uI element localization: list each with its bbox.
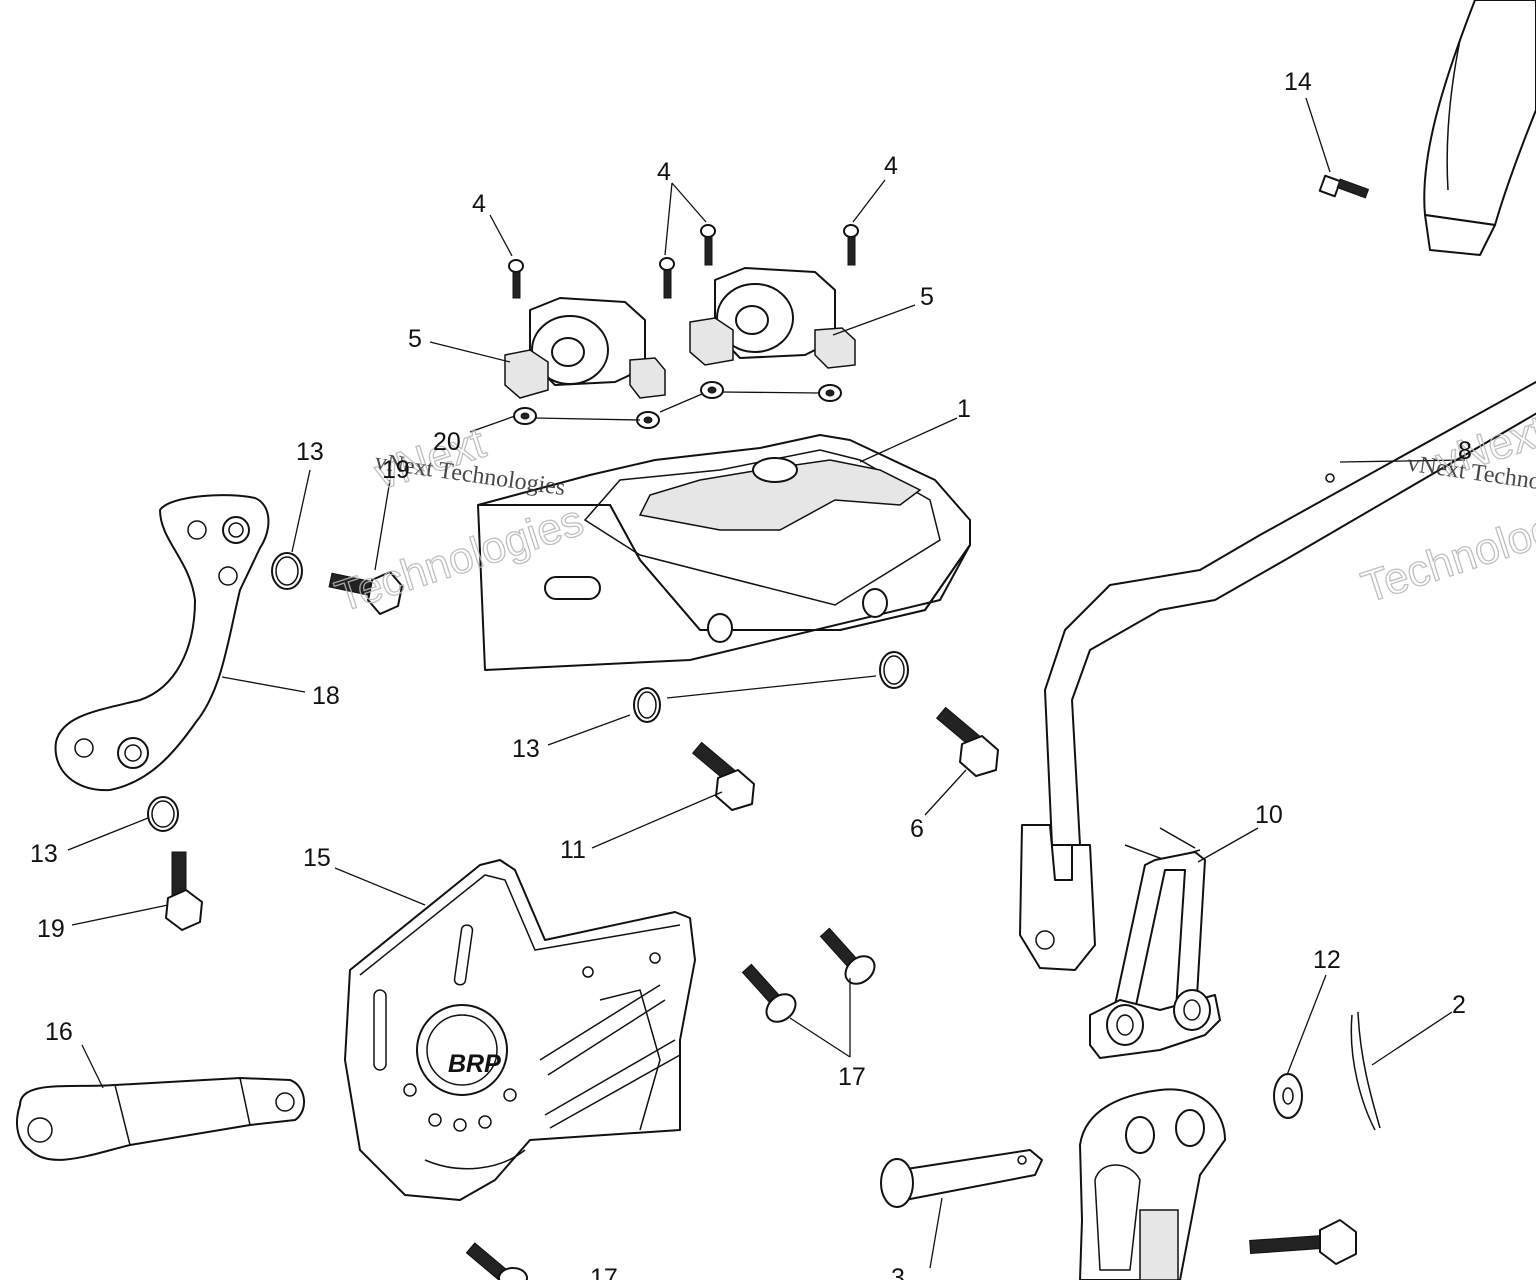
callout-8: 8 xyxy=(1458,437,1472,465)
callout-19: 19 xyxy=(382,456,410,484)
part-screw-4-b xyxy=(659,257,675,299)
part-bolt-bottom-left xyxy=(465,1242,528,1280)
callout-19: 19 xyxy=(37,915,65,943)
callout-17: 17 xyxy=(838,1063,866,1091)
callout-13: 13 xyxy=(30,840,58,868)
callouts: 4 4 4 5 5 1 20 8 14 13 19 18 13 13 19 11… xyxy=(30,68,1472,1280)
callout-20: 20 xyxy=(433,428,461,456)
part-bolt-14 xyxy=(1318,174,1370,199)
callout-14: 14 xyxy=(1284,68,1312,96)
part-bolt-6 xyxy=(935,706,999,777)
callout-10: 10 xyxy=(1255,801,1283,829)
brp-logo-text: BRP xyxy=(448,1050,501,1078)
part-bolt-11 xyxy=(691,741,755,811)
watermark-outline-bottom-right: Technologies xyxy=(1356,486,1536,612)
callout-6: 6 xyxy=(910,815,924,843)
callout-13: 13 xyxy=(296,438,324,466)
part-clevis-pin-3 xyxy=(880,1149,1043,1208)
part-screw-4-a xyxy=(508,259,524,299)
callout-2: 2 xyxy=(1452,991,1466,1019)
part-bolt-bottom-right xyxy=(1249,1219,1357,1265)
part-washer-13 xyxy=(147,552,909,832)
part-washer-12 xyxy=(1273,1073,1303,1119)
part-spring-10 xyxy=(1089,827,1221,1059)
part-bushing-5-left xyxy=(504,297,666,399)
part-shift-lever-8 xyxy=(1019,380,1536,971)
callout-12: 12 xyxy=(1313,946,1341,974)
part-bushing-5-right xyxy=(689,267,856,369)
callout-4: 4 xyxy=(657,158,671,186)
part-bracket-1 xyxy=(477,434,971,671)
callout-4: 4 xyxy=(884,152,898,180)
callout-5: 5 xyxy=(920,283,934,311)
part-link-plate-18 xyxy=(54,494,270,792)
callout-4: 4 xyxy=(472,190,486,218)
part-screw-4-c xyxy=(700,224,716,266)
callout-13: 13 xyxy=(512,735,540,763)
leader-lines xyxy=(67,97,1466,1269)
callout-16: 16 xyxy=(45,1018,73,1046)
callout-5: 5 xyxy=(408,325,422,353)
callout-11: 11 xyxy=(560,836,586,864)
part-cotter-pin-2 xyxy=(1350,1011,1381,1131)
part-link-arm-16 xyxy=(16,1077,305,1161)
callout-3: 3 xyxy=(891,1264,905,1280)
callout-18: 18 xyxy=(312,682,340,710)
part-handle-grip xyxy=(1423,0,1536,256)
part-nut-20 xyxy=(513,381,842,429)
callout-1: 1 xyxy=(957,395,971,423)
part-screw-17 xyxy=(741,927,876,1023)
part-bolt-19 xyxy=(165,571,403,931)
part-screw-4-d xyxy=(843,224,859,266)
part-cover-plate-15: BRP xyxy=(344,859,696,1201)
part-shift-arm xyxy=(1079,1088,1226,1280)
callout-17: 17 xyxy=(590,1264,618,1280)
callout-15: 15 xyxy=(303,844,331,872)
